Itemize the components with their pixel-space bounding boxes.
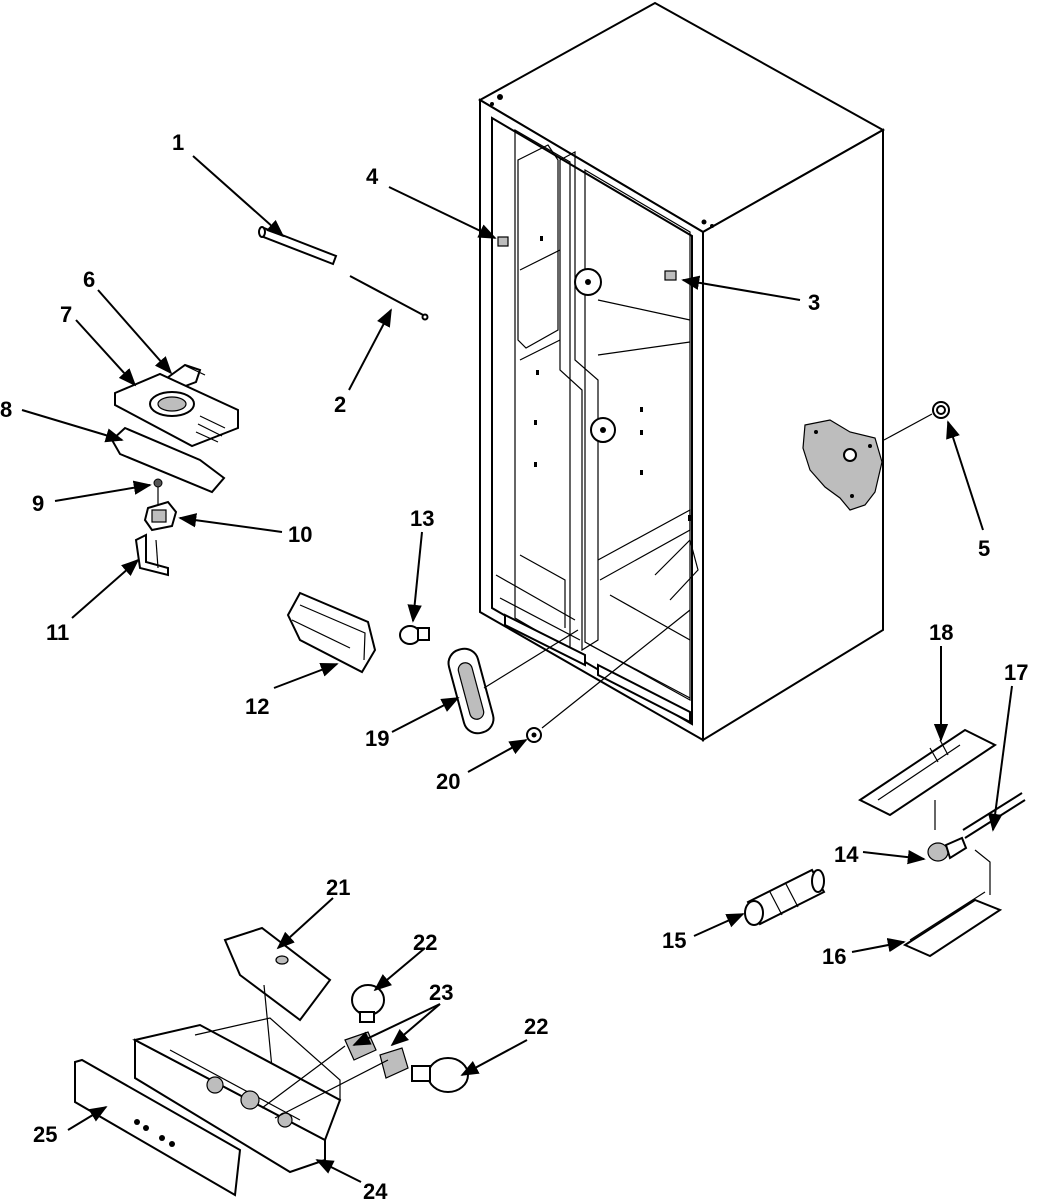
part-22-bulb-upper xyxy=(351,984,385,1023)
part-12-light-cover xyxy=(286,591,377,674)
part-1-tube xyxy=(258,226,338,266)
part-15-filter-cartridge xyxy=(744,868,826,926)
callout-11: 11 xyxy=(46,620,69,645)
part-2-rod xyxy=(349,275,429,321)
part-22-bulb-lower xyxy=(411,1057,469,1093)
part-21-cover xyxy=(223,926,332,1069)
part-9-fitting xyxy=(153,478,163,506)
part-5-grommet xyxy=(883,401,950,441)
part-10-switch xyxy=(143,500,178,532)
callout-13: 13 xyxy=(410,506,434,531)
part-19-bezel xyxy=(447,629,579,735)
part-14-valve xyxy=(927,836,991,895)
part-13-bulb xyxy=(399,625,430,645)
callout-23: 23 xyxy=(429,980,453,1005)
part-16-filter-bracket xyxy=(902,891,1003,958)
part-3-socket xyxy=(664,270,677,281)
part-25-trim-panel xyxy=(74,1058,242,1197)
callout-14: 14 xyxy=(834,842,859,867)
callout-7: 7 xyxy=(60,302,72,327)
callout-17: 17 xyxy=(1004,660,1028,685)
part-8-heater-wire xyxy=(110,426,226,494)
part-24-dispenser-housing xyxy=(132,1017,389,1174)
callout-2: 2 xyxy=(334,392,346,417)
callout-labels: 1 2 3 4 5 6 7 8 9 10 11 12 13 14 15 16 1… xyxy=(0,130,1028,1200)
callout-4: 4 xyxy=(366,164,379,189)
callout-1: 1 xyxy=(172,130,184,155)
callout-19: 19 xyxy=(365,726,389,751)
part-11-bracket xyxy=(134,533,169,577)
callout-15: 15 xyxy=(662,928,686,953)
callout-21: 21 xyxy=(326,875,350,900)
part-20-washer xyxy=(526,609,691,743)
callout-22-upper: 22 xyxy=(413,930,437,955)
callout-22-lower: 22 xyxy=(524,1014,548,1039)
callout-12: 12 xyxy=(245,694,269,719)
part-18-filter-bracket xyxy=(858,728,997,830)
leader-lines xyxy=(21,155,1013,1183)
callout-10: 10 xyxy=(288,522,312,547)
callout-9: 9 xyxy=(32,491,44,516)
callout-6: 6 xyxy=(83,267,95,292)
callout-8: 8 xyxy=(0,397,12,422)
callout-20: 20 xyxy=(436,769,460,794)
callout-18: 18 xyxy=(929,620,953,645)
callout-25: 25 xyxy=(33,1122,57,1147)
part-4-socket xyxy=(497,236,509,247)
callout-5: 5 xyxy=(978,536,990,561)
callout-3: 3 xyxy=(808,290,820,315)
cabinet xyxy=(477,1,886,742)
callout-16: 16 xyxy=(822,944,846,969)
callout-24: 24 xyxy=(363,1179,388,1200)
part-7-housing xyxy=(114,372,239,448)
